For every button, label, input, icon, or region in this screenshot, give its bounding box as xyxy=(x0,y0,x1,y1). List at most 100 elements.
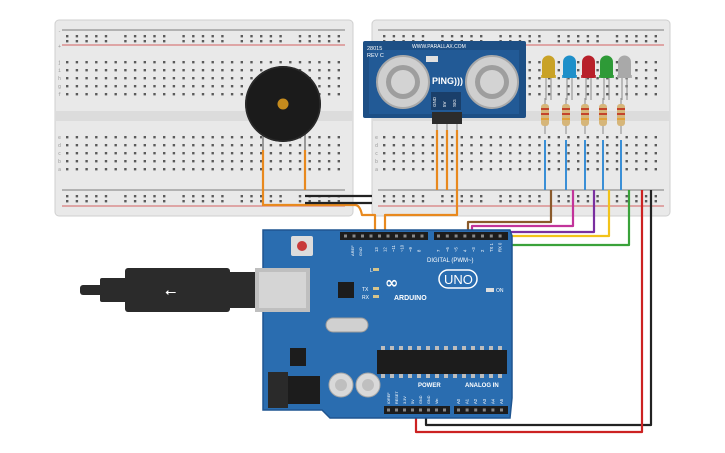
header-pin[interactable] xyxy=(435,408,438,412)
breadboard-hole xyxy=(143,160,146,163)
header-pin[interactable] xyxy=(395,408,398,412)
resistor[interactable] xyxy=(541,98,549,134)
breadboard-hole xyxy=(104,152,108,155)
header-pin[interactable] xyxy=(344,234,347,238)
breadboard-hole xyxy=(192,61,195,64)
ping-pin-sig-label: SIG xyxy=(452,99,457,107)
breadboard-hole xyxy=(104,144,108,147)
header-pin[interactable] xyxy=(481,234,484,238)
header-pin[interactable] xyxy=(361,234,364,238)
wire-brown xyxy=(466,190,553,232)
led-red[interactable] xyxy=(581,55,596,101)
breadboard-hole xyxy=(625,160,628,163)
led-blue[interactable] xyxy=(562,55,577,101)
header-pin[interactable] xyxy=(500,408,503,412)
rail-hole xyxy=(124,200,127,203)
rail-hole xyxy=(133,35,137,38)
rail-hole xyxy=(392,195,396,198)
breadboard-hole xyxy=(95,77,98,80)
breadboard-hole xyxy=(201,152,205,155)
rail-minus-label: - xyxy=(58,29,61,35)
rail-hole xyxy=(260,40,263,43)
breadboard-hole xyxy=(250,168,253,171)
arduino-uno-board[interactable]: ⭠ ∞ ARDUINO UNO DIGITAL (PWM~) ON L TX R… xyxy=(80,229,513,419)
header-pin[interactable] xyxy=(454,234,458,238)
header-pin[interactable] xyxy=(369,234,373,238)
digital-header-left xyxy=(340,232,428,240)
piezo-buzzer[interactable] xyxy=(245,66,321,150)
header-pin[interactable] xyxy=(352,234,356,238)
breadboard-hole xyxy=(163,77,166,80)
ic-pin xyxy=(390,346,394,350)
rail-hole xyxy=(318,40,321,43)
header-pin[interactable] xyxy=(472,234,476,238)
breadboard-hole xyxy=(318,69,321,72)
header-pin[interactable] xyxy=(403,234,407,238)
digital-header-right xyxy=(434,232,508,240)
rail-hole xyxy=(124,35,127,38)
header-pin[interactable] xyxy=(378,234,381,238)
usb-cable[interactable]: ⭠ xyxy=(80,268,255,312)
header-pin[interactable] xyxy=(403,408,406,412)
breadboard-hole xyxy=(182,144,185,147)
breadboard-hole xyxy=(221,69,224,72)
ic-pin xyxy=(417,374,421,378)
breadboard-hole xyxy=(606,85,609,88)
header-pin[interactable] xyxy=(498,234,502,238)
breadboard-hole xyxy=(567,160,570,163)
breadboard-hole xyxy=(153,152,156,155)
ping-url: WWW.PARALLAX.COM xyxy=(412,44,466,50)
breadboard-hole xyxy=(104,61,108,64)
header-pin[interactable] xyxy=(419,408,422,412)
resistor[interactable] xyxy=(617,98,625,134)
led-white[interactable] xyxy=(617,55,632,101)
breadboard-hole xyxy=(133,85,137,88)
header-pin[interactable] xyxy=(465,408,469,412)
header-pin[interactable] xyxy=(437,234,440,238)
ultrasonic-ping-sensor[interactable]: 28015 REV C WWW.PARALLAX.COM PING))) GND… xyxy=(363,41,526,130)
header-pin[interactable] xyxy=(395,234,398,238)
rail-hole xyxy=(586,195,590,198)
breadboard-hole xyxy=(528,69,531,72)
resistor[interactable] xyxy=(581,98,589,134)
header-pin[interactable] xyxy=(457,408,460,412)
analog-pin-label: A2 xyxy=(473,398,478,404)
header-pin[interactable] xyxy=(474,408,478,412)
header-pin[interactable] xyxy=(411,408,414,412)
breadboard-hole xyxy=(499,168,502,171)
breadboard-hole xyxy=(211,77,214,80)
resistor[interactable] xyxy=(562,98,570,134)
header-pin[interactable] xyxy=(427,408,430,412)
header-pin[interactable] xyxy=(491,408,495,412)
rail-hole xyxy=(615,40,619,43)
breadboard-hole xyxy=(85,168,88,171)
breadboard-hole xyxy=(635,144,638,147)
header-pin[interactable] xyxy=(387,408,390,412)
header-pin[interactable] xyxy=(463,234,467,238)
resistor[interactable] xyxy=(599,98,607,134)
rail-hole xyxy=(635,195,638,198)
ping-pin-gnd-label: GND xyxy=(432,96,437,107)
breadboard-hole xyxy=(289,61,292,64)
header-pin[interactable] xyxy=(386,234,390,238)
breadboard-hole xyxy=(450,160,454,163)
rail-hole xyxy=(557,40,560,43)
header-pin[interactable] xyxy=(412,234,415,238)
header-pin[interactable] xyxy=(420,234,424,238)
rail-hole xyxy=(538,35,541,38)
led-green[interactable] xyxy=(599,55,614,101)
led-yellow[interactable] xyxy=(541,55,556,101)
breadboard-hole xyxy=(95,160,98,163)
breadboard-hole xyxy=(577,136,580,139)
header-pin[interactable] xyxy=(445,234,449,238)
digital-pin-label: ~9 xyxy=(408,247,413,252)
header-pin[interactable] xyxy=(443,408,446,412)
header-pin[interactable] xyxy=(489,234,493,238)
header-pin[interactable] xyxy=(482,408,486,412)
breadboard-hole xyxy=(133,77,137,80)
breadboard-hole xyxy=(557,85,560,88)
breadboard-hole xyxy=(528,85,531,88)
breadboard-hole xyxy=(615,69,619,72)
breadboard-hole xyxy=(615,77,619,80)
breadboard-hole xyxy=(635,69,638,72)
